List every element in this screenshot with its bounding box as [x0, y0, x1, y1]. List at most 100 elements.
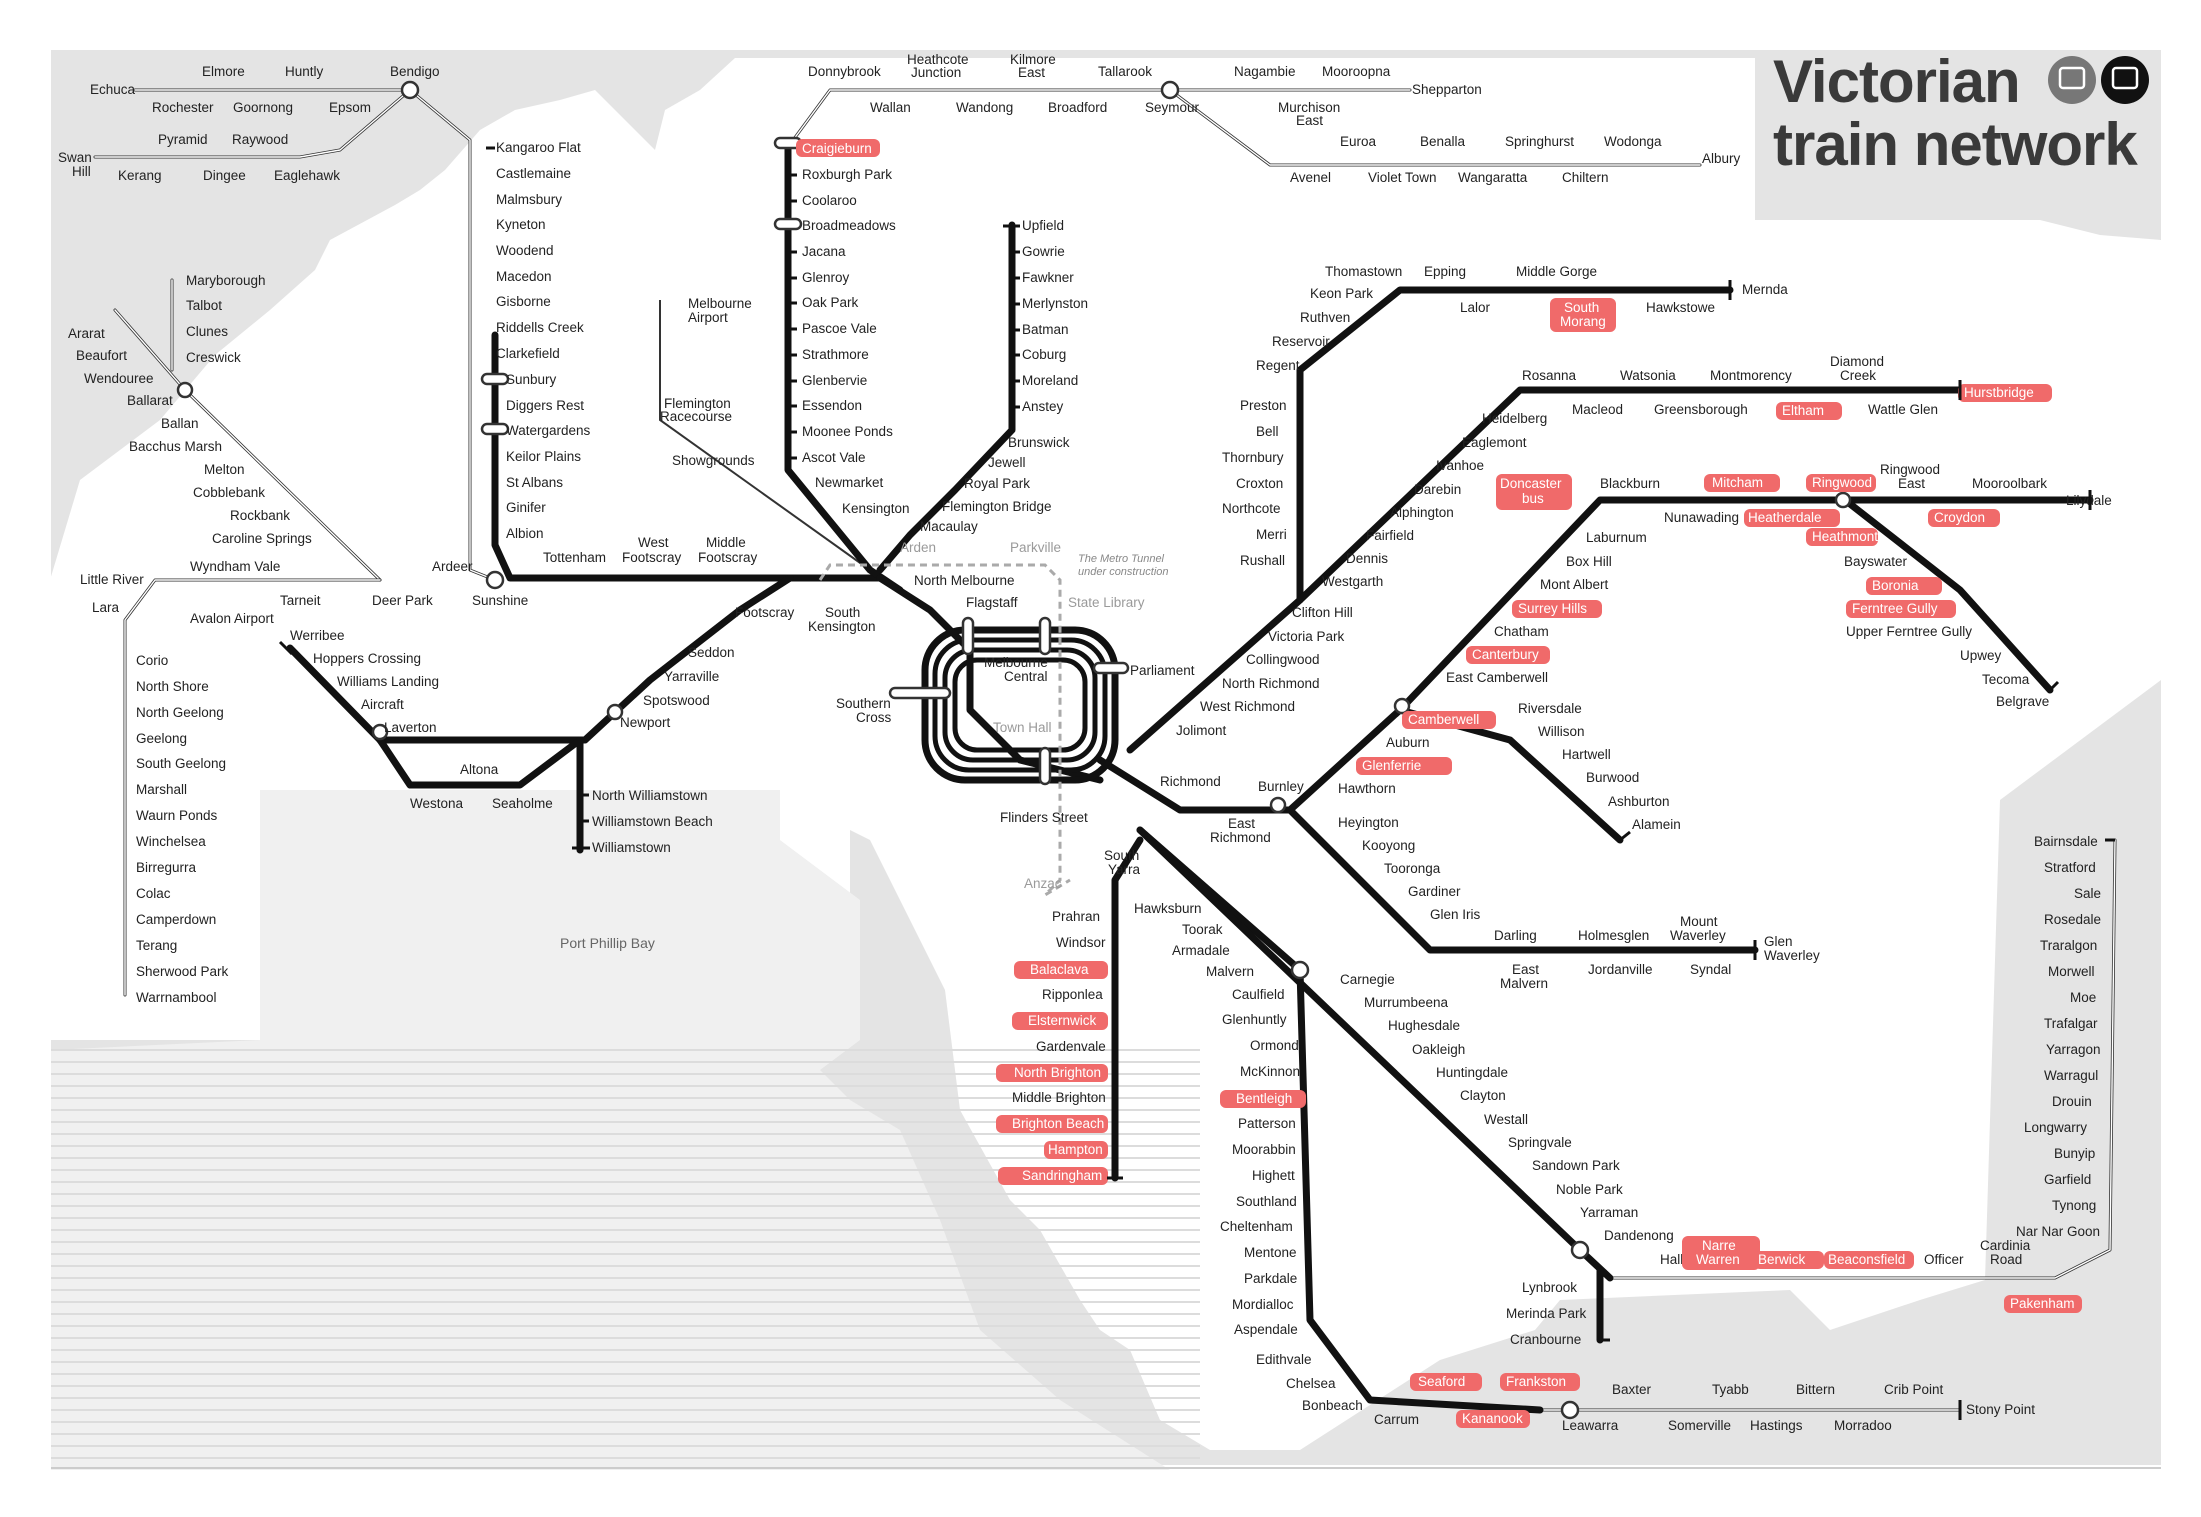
station-west-richmond[interactable]: West Richmond — [1200, 699, 1295, 714]
station-corio[interactable]: Corio — [136, 653, 168, 668]
station-eltham[interactable]: Eltham — [1782, 403, 1824, 418]
station-nunawading[interactable]: Nunawading — [1664, 510, 1739, 525]
station-middle-gorge[interactable]: Middle Gorge — [1516, 264, 1597, 279]
station-melbourne-central-2[interactable]: Central — [1004, 669, 1048, 684]
station-stratford[interactable]: Stratford — [2044, 860, 2096, 875]
station-narre-warren-1[interactable]: Narre — [1702, 1238, 1736, 1253]
station-collingwood[interactable]: Collingwood — [1246, 652, 1320, 667]
station-lara[interactable]: Lara — [92, 600, 120, 615]
station-riversdale[interactable]: Riversdale — [1518, 701, 1582, 716]
station-lynbrook[interactable]: Lynbrook — [1522, 1280, 1577, 1295]
station-northcote[interactable]: Northcote — [1222, 501, 1281, 516]
station-westall[interactable]: Westall — [1484, 1112, 1528, 1127]
station-clayton[interactable]: Clayton — [1460, 1088, 1506, 1103]
station-victoria-park[interactable]: Victoria Park — [1268, 629, 1345, 644]
station-alamein[interactable]: Alamein — [1632, 817, 1681, 832]
station-north-richmond[interactable]: North Richmond — [1222, 676, 1320, 691]
station-merinda-park[interactable]: Merinda Park — [1506, 1306, 1587, 1321]
station-melbourne-central-1[interactable]: Melbourne — [984, 655, 1048, 670]
station-stony-point[interactable]: Stony Point — [1966, 1402, 2035, 1417]
station-violet-town[interactable]: Violet Town — [1368, 170, 1437, 185]
station-epsom[interactable]: Epsom — [329, 100, 371, 115]
station-glenbervie[interactable]: Glenbervie — [802, 373, 867, 388]
station-baxter[interactable]: Baxter — [1612, 1382, 1652, 1397]
station-bonbeach[interactable]: Bonbeach — [1302, 1398, 1363, 1413]
station-tyabb[interactable]: Tyabb — [1712, 1382, 1749, 1397]
station-macedon[interactable]: Macedon — [496, 269, 552, 284]
station-boronia[interactable]: Boronia — [1872, 578, 1919, 593]
station-parkville[interactable]: Parkville — [1010, 540, 1061, 555]
station-tooronga[interactable]: Tooronga — [1384, 861, 1441, 876]
station-coolaroo[interactable]: Coolaroo — [802, 193, 857, 208]
station-pyramid[interactable]: Pyramid — [158, 132, 208, 147]
station-greensborough[interactable]: Greensborough — [1654, 402, 1748, 417]
station-south-geelong[interactable]: South Geelong — [136, 756, 226, 771]
station-kilmore-east-2[interactable]: East — [1018, 65, 1045, 80]
station-flemington-bridge[interactable]: Flemington Bridge — [942, 499, 1052, 514]
station-ormond[interactable]: Ormond — [1250, 1038, 1299, 1053]
station-glenroy[interactable]: Glenroy — [802, 270, 850, 285]
station-murchison-east-1[interactable]: Murchison — [1278, 100, 1340, 115]
station-mentone[interactable]: Mentone — [1244, 1245, 1297, 1260]
station-mordialloc[interactable]: Mordialloc — [1232, 1297, 1294, 1312]
station-oakleigh[interactable]: Oakleigh — [1412, 1042, 1465, 1057]
station-ararat[interactable]: Ararat — [68, 326, 105, 341]
station-oak-park[interactable]: Oak Park — [802, 295, 859, 310]
station-mckinnon[interactable]: McKinnon — [1240, 1064, 1300, 1079]
station-hoppers-crossing[interactable]: Hoppers Crossing — [313, 651, 421, 666]
station-raywood[interactable]: Raywood — [232, 132, 288, 147]
station-sherwood-park[interactable]: Sherwood Park — [136, 964, 229, 979]
station-east-richmond-1[interactable]: East — [1228, 816, 1255, 831]
station-berwick[interactable]: Berwick — [1758, 1252, 1806, 1267]
station-mernda[interactable]: Mernda — [1742, 282, 1788, 297]
station-huntingdale[interactable]: Huntingdale — [1436, 1065, 1508, 1080]
station-diamond-creek-2[interactable]: Creek — [1840, 368, 1876, 383]
station-moe[interactable]: Moe — [2070, 990, 2096, 1005]
station-glenhuntly[interactable]: Glenhuntly — [1222, 1012, 1287, 1027]
station-east-camberwell[interactable]: East Camberwell — [1446, 670, 1548, 685]
station-preston[interactable]: Preston — [1240, 398, 1287, 413]
station-drouin[interactable]: Drouin — [2052, 1094, 2092, 1109]
station-seddon[interactable]: Seddon — [688, 645, 735, 660]
station-little-river[interactable]: Little River — [80, 572, 144, 587]
station-hawksburn[interactable]: Hawksburn — [1134, 901, 1202, 916]
station-garfield[interactable]: Garfield — [2044, 1172, 2091, 1187]
station-narre-warren-2[interactable]: Warren — [1696, 1252, 1740, 1267]
station-mitcham[interactable]: Mitcham — [1712, 475, 1763, 490]
station-deer-park[interactable]: Deer Park — [372, 593, 433, 608]
station-diggers-rest[interactable]: Diggers Rest — [506, 398, 584, 413]
station-goornong[interactable]: Goornong — [233, 100, 293, 115]
station-bacchus-marsh[interactable]: Bacchus Marsh — [129, 439, 222, 454]
station-macaulay[interactable]: Macaulay — [920, 519, 978, 534]
station-rockbank[interactable]: Rockbank — [230, 508, 290, 523]
station-north-melbourne[interactable]: North Melbourne — [914, 573, 1015, 588]
station-werribee[interactable]: Werribee — [290, 628, 345, 643]
station-longwarry[interactable]: Longwarry — [2024, 1120, 2087, 1135]
station-tottenham[interactable]: Tottenham — [543, 550, 606, 565]
station-reservoir[interactable]: Reservoir — [1272, 334, 1330, 349]
station-heyington[interactable]: Heyington — [1338, 815, 1399, 830]
station-essendon[interactable]: Essendon — [802, 398, 862, 413]
station-sunbury[interactable]: Sunbury — [506, 372, 557, 387]
station-richmond[interactable]: Richmond — [1160, 774, 1221, 789]
station-upwey[interactable]: Upwey — [1960, 648, 2002, 663]
station-broadford[interactable]: Broadford — [1048, 100, 1107, 115]
station-windsor[interactable]: Windsor — [1056, 935, 1106, 950]
station-glen-iris[interactable]: Glen Iris — [1430, 907, 1481, 922]
station-ascot-vale[interactable]: Ascot Vale — [802, 450, 866, 465]
station-darebin[interactable]: Darebin — [1414, 482, 1461, 497]
station-bittern[interactable]: Bittern — [1796, 1382, 1835, 1397]
station-west-footscray-1[interactable]: West — [638, 535, 669, 550]
station-ardeer[interactable]: Ardeer — [432, 559, 473, 574]
station-cardinia-road-1[interactable]: Cardinia — [1980, 1238, 2031, 1253]
station-dandenong[interactable]: Dandenong — [1604, 1228, 1674, 1243]
station-north-geelong[interactable]: North Geelong — [136, 705, 224, 720]
station-highett[interactable]: Highett — [1252, 1168, 1295, 1183]
station-winchelsea[interactable]: Winchelsea — [136, 834, 206, 849]
station-burwood[interactable]: Burwood — [1586, 770, 1639, 785]
station-north-shore[interactable]: North Shore — [136, 679, 209, 694]
station-flinders-street[interactable]: Flinders Street — [1000, 810, 1088, 825]
station-seaholme[interactable]: Seaholme — [492, 796, 553, 811]
station-warrnambool[interactable]: Warrnambool — [136, 990, 217, 1005]
station-warragul[interactable]: Warragul — [2044, 1068, 2098, 1083]
